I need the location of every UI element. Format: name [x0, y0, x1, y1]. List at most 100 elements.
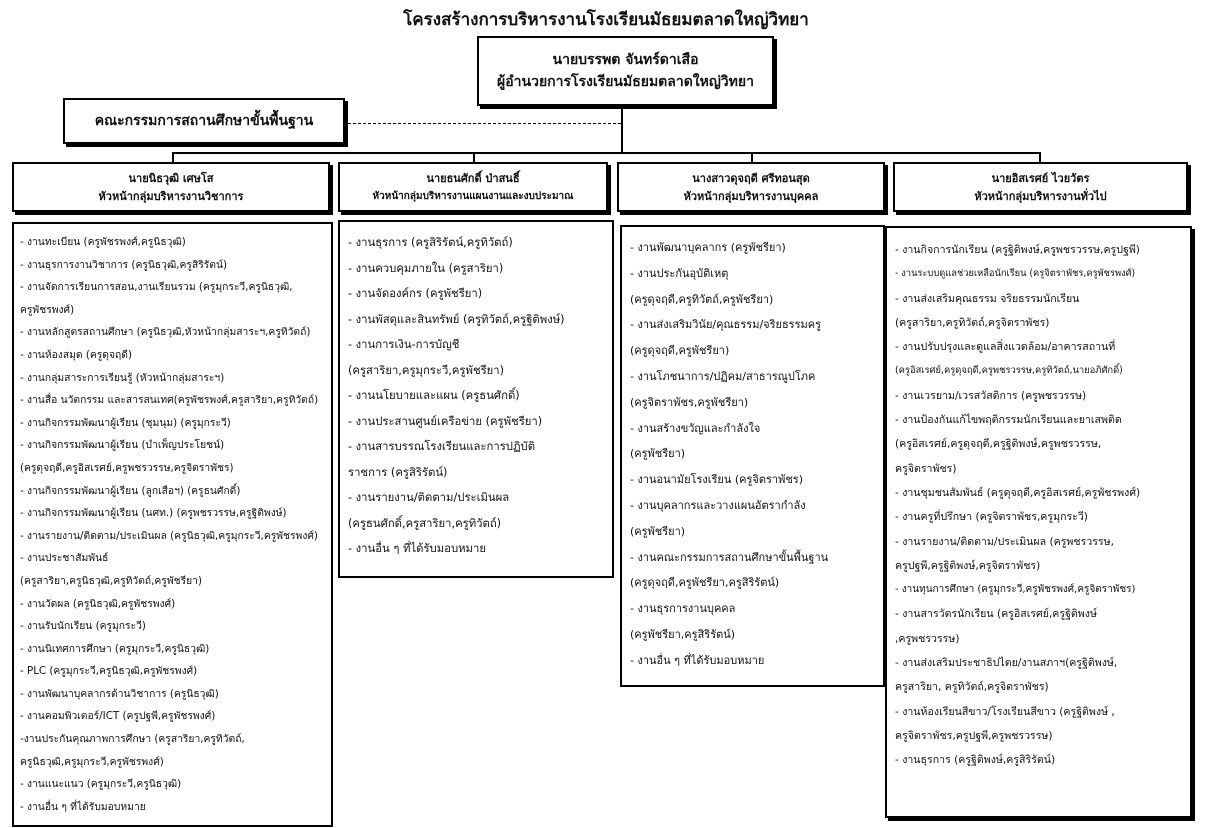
- list-item: - งานกิจการนักเรียน (ครูฐิติพงษ์,ครูพชรว…: [895, 244, 1140, 256]
- list-item: - งานอื่น ๆ ที่ได้รับมอบหมาย: [630, 653, 765, 667]
- list-item: ครูจิตราพัชร): [895, 462, 957, 475]
- list-item: - งานอื่น ๆ ที่ได้รับมอบหมาย: [20, 800, 146, 813]
- list-item: - งานการเงิน-การบัญชี: [348, 338, 460, 351]
- list-item: (ครูสาริยา,ครูทิวัตถ์,ครูจิตราพัชร): [895, 316, 1050, 329]
- list-item: - งานรับนักเรียน (ครูมุกระวี): [20, 620, 146, 633]
- list-item: ครูปฐพี,ครูฐิติพงษ์,ครูจิตราพัชร): [895, 559, 1041, 572]
- list-item: - งานจัดการเรียนการสอน,งานเรียนรวม (ครูม…: [20, 281, 293, 294]
- group-head-title: หัวหน้ากลุ่มบริหารงานวิชาการ: [98, 190, 244, 203]
- list-item: - งานส่งเสริมคุณธรรม จริยธรรมนักเรียน: [895, 292, 1080, 305]
- list-item: - งานธุรการ (ครูสิริรัตน์,ครูทิวัตถ์): [348, 236, 513, 249]
- list-item: (ครูดุจฤดี,ครูอิสเรศย์,ครูพชรวรรษ,ครูจิต…: [20, 461, 234, 474]
- group-duties-planning: - งานธุรการ (ครูสิริรัตน์,ครูทิวัตถ์) - …: [338, 220, 614, 578]
- list-item: - งานกิจกรรมพัฒนาผู้เรียน (ลูกเสือฯ) (คร…: [20, 484, 241, 497]
- list-item: - งานธุรการ (ครูฐิติพงษ์,ครูสิริรัตน์): [895, 754, 1056, 767]
- list-item: - งานรายงาน/ติดตาม/ประเมินผล: [348, 491, 510, 504]
- connector-drop-4: [1039, 152, 1041, 162]
- list-item: (ครูจิตราพัชร,ครูพัชรียา): [630, 395, 749, 409]
- list-item: - งานชุมชนสัมพันธ์ (ครูดุจฤดี,ครูอิสเรศย…: [895, 486, 1141, 499]
- list-item: - งานปรับปรุงและดูแลสิ่งแวดล้อม/อาคารสถา…: [895, 341, 1116, 354]
- list-item: (ครูดุจฤดี,ครูทิวัตถ์,ครูพัชรียา): [630, 292, 774, 306]
- list-item: - งานบุคลากรและวางแผนอัตรากำลัง: [630, 498, 806, 512]
- group-head-name: นางสาวดุจฤดี ศรีทอนสุด: [692, 172, 810, 185]
- list-item: - งานกิจกรรมพัฒนาผู้เรียน (บำเพ็ญประโยชน…: [20, 439, 225, 452]
- list-item: - งานสารวัตรนักเรียน (ครูอิสเรศย์,ครูฐิต…: [895, 608, 1097, 621]
- list-item: (ครูอิสเรศย์,ครูดุจฤดี,ครูพชรวรรษ,ครูทิว…: [895, 365, 1123, 377]
- list-item: - งานป้องกันแก้ไขพฤติกรรมนักเรียนและยาเส…: [895, 414, 1122, 427]
- group-head-name: นายธนศักดิ์ ป่าสนธิ์: [426, 172, 520, 185]
- group-header-planning: นายธนศักดิ์ ป่าสนธิ์ หัวหน้ากลุ่มบริหารง…: [338, 162, 608, 212]
- connector-drop-1: [172, 152, 174, 162]
- list-item: - งานธุรการงานวิชาการ (ครูนิธวุฒิ,ครูสิร…: [20, 258, 228, 271]
- list-item: - งานทะเบียน (ครูพัชรพงศ์,ครูนิธวุฒิ): [20, 236, 186, 248]
- group-head-title: หัวหน้ากลุ่มบริหารงานบุคคล: [683, 190, 819, 203]
- group-header-academic: นายนิธวุฒิ เศษโส หัวหน้ากลุ่มบริหารงานวิ…: [12, 162, 330, 212]
- connector-drop-3: [751, 152, 753, 162]
- list-item: - งานส่งเสริมประชาธิปไตย/งานสภาฯ(ครูฐิติ…: [895, 657, 1118, 670]
- connector-committee-dashed: [348, 123, 621, 124]
- page-title: โครงสร้างการบริหารงานโรงเรียนมัธยมตลาดให…: [403, 10, 809, 30]
- connector-horizontal-bus: [172, 152, 1040, 154]
- list-item: - งานแนะแนว (ครูมุกระวี,ครูนิธวุฒิ): [20, 778, 182, 791]
- list-item: - งานนิเทศการศึกษา (ครูมุกระวี,ครูนิธวุฒ…: [20, 642, 210, 655]
- list-item: - งานนโยบายและแผน (ครูธนศักดิ์): [348, 389, 520, 402]
- list-item: (ครูสาริยา,ครูมุกระวี,ครูพัชรียา): [348, 363, 505, 377]
- list-item: - งานพัฒนาบุคลากร (ครูพัชรียา): [630, 241, 786, 254]
- list-item: - งานคณะกรรมการสถานศึกษาขั้นพื้นฐาน: [630, 550, 829, 564]
- committee-box: คณะกรรมการสถานศึกษาขั้นพื้นฐาน: [63, 98, 345, 144]
- list-item: - งานจัดองค์กร (ครูพัชรียา): [348, 287, 483, 300]
- list-item: - งานประสานศูนย์เครือข่าย (ครูพัชรียา): [348, 414, 543, 428]
- list-item: - งานอนามัยโรงเรียน (ครูจิตราพัชร): [630, 473, 803, 487]
- list-item: (ครูอิสเรศย์,ครูดุจฤดี,ครูฐิติพงษ์,ครูพช…: [895, 438, 1102, 451]
- list-item: - งานรายงาน/ติดตาม/ประเมินผล (ครูนิธวุฒิ…: [20, 529, 318, 542]
- list-item: - งานสารบรรณโรงเรียนและการปฏิบัติ: [348, 440, 536, 453]
- list-item: - งานสื่อ นวัตกรรม และสารสนเทศ(ครูพัชรพง…: [20, 394, 319, 407]
- director-box: นายบรรพต จันทร์ดาเสือ ผู้อำนวยการโรงเรีย…: [477, 36, 774, 106]
- list-item: - งานประกันอุบัติเหตุ: [630, 266, 729, 280]
- group-header-personnel: นางสาวดุจฤดี ศรีทอนสุด หัวหน้ากลุ่มบริหา…: [617, 162, 885, 212]
- list-item: - งานอื่น ๆ ที่ได้รับมอบหมาย: [348, 542, 486, 555]
- list-item: - งานควบคุมภายใน (ครูสาริยา): [348, 261, 504, 275]
- list-item: ราชการ (ครูสิริรัตน์): [348, 465, 448, 479]
- group-head-name: นายอิสเรศย์ ไวยวัตร: [991, 172, 1090, 185]
- list-item: - งานครูที่ปรึกษา (ครูจิตราพัชร,ครูมุกระ…: [895, 511, 1088, 524]
- list-item: - PLC (ครูมุกระวี,ครูนิธวุฒิ,ครูพัชรพงศ์…: [20, 665, 198, 678]
- list-item: - งานเวรยาม/เวรสวัสดิการ (ครูพชรวรรษ): [895, 389, 1087, 402]
- list-item: - งานคอมพิวเตอร์/ICT (ครูปฐพี,ครูพัชรพงศ…: [20, 710, 216, 723]
- group-duties-general: - งานกิจการนักเรียน (ครูฐิติพงษ์,ครูพชรว…: [885, 226, 1192, 818]
- list-item: - งานรายงาน/ติดตาม/ประเมินผล (ครูพชรวรรษ…: [895, 535, 1114, 548]
- list-item: - งานประชาสัมพันธ์: [20, 552, 109, 565]
- connector-director-down: [621, 106, 623, 154]
- list-item: - งานกิจกรรมพัฒนาผู้เรียน (นศท.) (ครูพชร…: [20, 507, 287, 520]
- list-item: (ครูธนศักดิ์,ครูสาริยา,ครูทิวัตถ์): [348, 516, 502, 530]
- list-item: (ครูพัชรียา): [630, 447, 686, 461]
- group-head-title: หัวหน้ากลุ่มบริหารงานทั่วไป: [974, 190, 1107, 203]
- list-item: ครูนิธวุฒิ,ครูมุกระวี,ครูพัชรพงศ์): [20, 755, 164, 768]
- list-item: ,ครูพชรวรรษ): [895, 632, 960, 645]
- list-item: - งานห้องเรียนสีขาว/โรงเรียนสีขาว (ครูฐิ…: [895, 705, 1115, 718]
- list-item: - งานกลุ่มสาระการเรียนรู้ (หัวหน้ากลุ่มส…: [20, 371, 225, 384]
- list-item: - งานวัดผล (ครูนิธวุฒิ,ครูพัชรพงศ์): [20, 597, 176, 610]
- list-item: ครูสาริยา, ครูทิวัตถ์,ครูจิตราพัชร): [895, 681, 1049, 694]
- list-item: (ครูสาริยา,ครูนิธวุฒิ,ครูทิวัตถ์,ครูพัชร…: [20, 574, 202, 587]
- list-item: - งานทุนการศึกษา (ครูมุกระวี,ครูพัชรพงศ์…: [895, 584, 1136, 596]
- group-duties-academic: - งานทะเบียน (ครูพัชรพงศ์,ครูนิธวุฒิ) - …: [12, 222, 333, 827]
- list-item: ครูพัชรพงศ์): [20, 303, 75, 316]
- list-item: (ครูดุจฤดี,ครูพัชรียา,ครูสิริรัตน์): [630, 576, 780, 590]
- list-item: - งานหลักสูตรสถานศึกษา (ครูนิธวุฒิ,หัวหน…: [20, 326, 311, 339]
- list-item: (ครูพัชรียา,ครูสิริรัตน์): [630, 627, 736, 641]
- list-item: - งานกิจกรรมพัฒนาผู้เรียน (ชุมนุม) (ครูม…: [20, 416, 231, 429]
- director-position: ผู้อำนวยการโรงเรียนมัธยมตลาดใหญ่วิทยา: [497, 74, 754, 90]
- group-head-title: หัวหน้ากลุ่มบริหารงานแผนงานและงบประมาณ: [372, 191, 574, 202]
- list-item: ครูจิตราพัชร,ครูปฐพี,ครูพชรวรรษ): [895, 729, 1053, 742]
- list-item: - งานโภชนาการ/ปฏิคม/สาธารณูปโภค: [630, 369, 816, 383]
- list-item: - งานพัสดุและสินทรัพย์ (ครูทิวัตถ์,ครูฐิ…: [348, 312, 565, 326]
- group-head-name: นายนิธวุฒิ เศษโส: [128, 172, 214, 185]
- group-header-general: นายอิสเรศย์ ไวยวัตร หัวหน้ากลุ่มบริหารงา…: [893, 162, 1188, 212]
- list-item: - งานสร้างขวัญและกำลังใจ: [630, 421, 761, 435]
- list-item: - งานระบบดูแลช่วยเหลือนักเรียน (ครูจิตรา…: [895, 268, 1136, 280]
- list-item: - งานพัฒนาบุคลากรด้านวิชาการ (ครูนิธวุฒิ…: [20, 687, 219, 700]
- list-item: - งานธุรการงานบุคคล: [630, 602, 736, 616]
- connector-drop-2: [473, 152, 475, 162]
- list-item: - งานส่งเสริมวินัย/คุณธรรม/จริยธรรมครู: [630, 318, 821, 332]
